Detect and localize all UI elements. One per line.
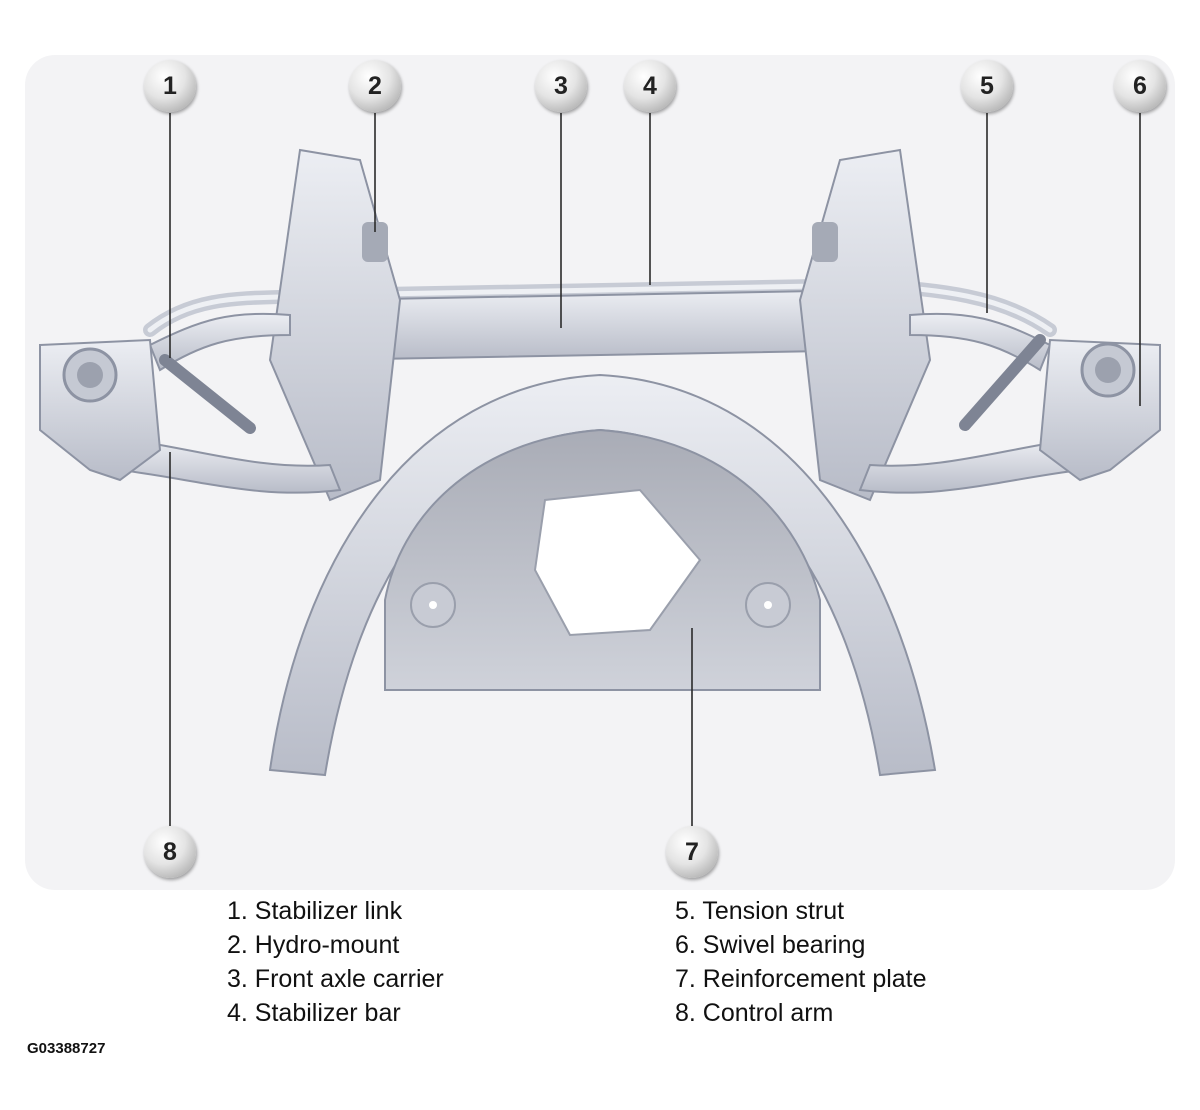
leader-lines bbox=[169, 113, 1141, 826]
legend-item-4: 4. Stabilizer bar bbox=[227, 999, 401, 1027]
legend-left: 1. Stabilizer link 2. Hydro-mount 3. Fro… bbox=[227, 894, 444, 1030]
front-axle-carrier-shape bbox=[318, 288, 882, 362]
legend-item-3: 3. Front axle carrier bbox=[227, 965, 444, 993]
legend-item-8: 8. Control arm bbox=[675, 999, 834, 1027]
plate-cutout bbox=[533, 488, 702, 637]
legend-item-5: 5. Tension strut bbox=[675, 897, 845, 925]
callout-1: 1 bbox=[144, 60, 196, 112]
control-arm-shape bbox=[118, 438, 342, 494]
legend-item-7: 7. Reinforcement plate bbox=[675, 965, 927, 993]
callout-6: 6 bbox=[1114, 60, 1166, 112]
legend-item-6: 6. Swivel bearing bbox=[675, 931, 866, 959]
callout-4: 4 bbox=[624, 60, 676, 112]
callout-3: 3 bbox=[535, 60, 587, 112]
figure-id: G03388727 bbox=[27, 1040, 106, 1057]
stabilizer-link-shape bbox=[159, 354, 256, 434]
callout-5: 5 bbox=[961, 60, 1013, 112]
legend-item-1: 1. Stabilizer link bbox=[227, 897, 403, 925]
callout-7: 7 bbox=[666, 826, 718, 878]
callout-8: 8 bbox=[144, 826, 196, 878]
callout-2: 2 bbox=[349, 60, 401, 112]
swivel-bearing-shape bbox=[39, 338, 1161, 482]
legend-right: 5. Tension strut 6. Swivel bearing 7. Re… bbox=[675, 894, 927, 1030]
legend-item-2: 2. Hydro-mount bbox=[227, 931, 400, 959]
